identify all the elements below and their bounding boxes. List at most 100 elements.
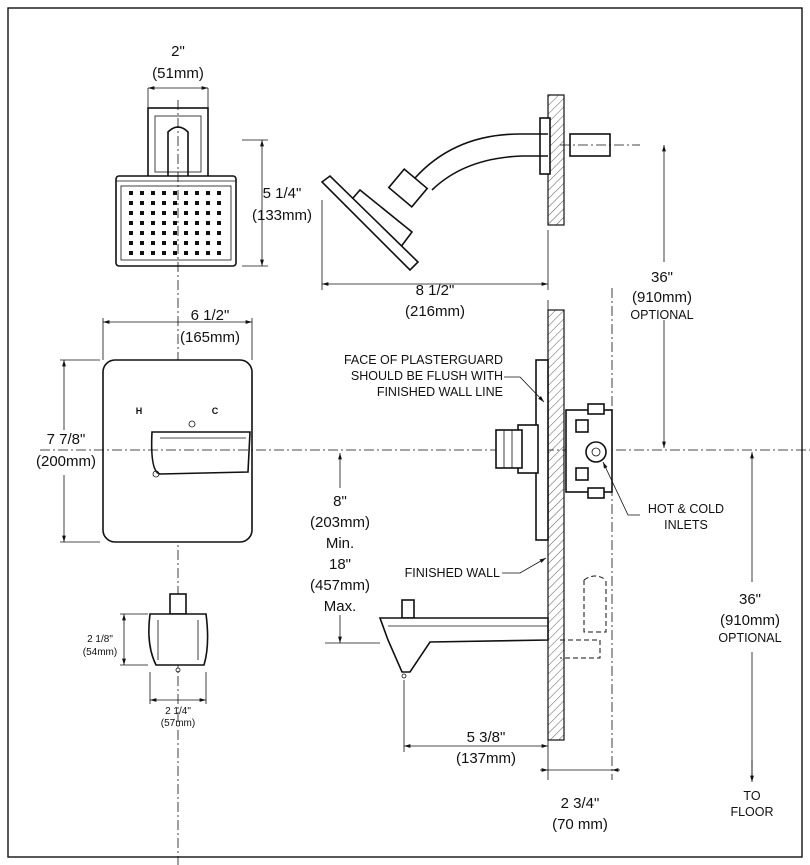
- nozzle: [140, 241, 144, 245]
- spout-reach-metric: (137mm): [456, 750, 516, 767]
- nozzle: [151, 211, 155, 215]
- nozzle: [195, 251, 199, 255]
- nozzle: [173, 221, 177, 225]
- inlets-note-line-2: INLETS: [664, 518, 708, 532]
- spout-min-label: Min.: [326, 535, 354, 552]
- trim-height-metric: (200mm): [36, 453, 96, 470]
- nozzle: [162, 201, 166, 205]
- valve-side-view: [495, 288, 613, 780]
- spout-max-imperial: 18": [329, 556, 351, 573]
- nozzle: [206, 221, 210, 225]
- trim-width-metric: (165mm): [180, 329, 240, 346]
- plasterguard-callout: FACE OF PLASTERGUARD SHOULD BE FLUSH WIT…: [344, 353, 545, 403]
- showerhead-nozzles: [129, 191, 221, 255]
- nozzle: [184, 251, 188, 255]
- trim-width-imperial: 6 1/2": [191, 307, 230, 324]
- plasterguard-note-line-1: FACE OF PLASTERGUARD: [344, 353, 503, 367]
- to-floor-line-2: FLOOR: [730, 805, 773, 819]
- nozzle: [173, 211, 177, 215]
- valve-to-spout-dimension: 8" (203mm) Min. 18" (457mm) Max.: [310, 453, 380, 644]
- nozzle: [217, 231, 221, 235]
- spout-max-metric: (457mm): [310, 577, 370, 594]
- nozzle: [129, 251, 133, 255]
- to-floor-line-1: TO: [743, 789, 760, 803]
- wall-section-lower: [547, 309, 565, 741]
- nozzle: [217, 201, 221, 205]
- head-height-note: OPTIONAL: [630, 308, 693, 322]
- cold-mark: C: [212, 406, 219, 416]
- tub-spout-side-view: 5 3/8" (137mm) 2 3/4" (70 mm): [378, 575, 620, 833]
- nozzle: [129, 191, 133, 195]
- nozzle: [140, 231, 144, 235]
- nozzle: [173, 251, 177, 255]
- nozzle: [151, 241, 155, 245]
- nozzle: [217, 251, 221, 255]
- nozzle: [217, 221, 221, 225]
- nozzle: [151, 221, 155, 225]
- spout-width-imperial: 2 1/4": [165, 706, 191, 717]
- arm-reach-metric: (216mm): [405, 303, 465, 320]
- inlets-note-line-1: HOT & COLD: [648, 502, 724, 516]
- nozzle: [184, 231, 188, 235]
- nozzle: [217, 211, 221, 215]
- showerhead-front-view: 2" (51mm) 5 1/4" (133mm): [115, 43, 312, 865]
- nozzle: [129, 221, 133, 225]
- nozzle: [162, 231, 166, 235]
- spout-height-imperial: 2 1/8": [87, 634, 113, 645]
- nozzle: [184, 221, 188, 225]
- valve-height-metric: (910mm): [720, 612, 780, 629]
- nozzle: [195, 221, 199, 225]
- spout-min-metric: (203mm): [310, 514, 370, 531]
- finished-wall-label: FINISHED WALL: [405, 566, 500, 580]
- nozzle: [206, 231, 210, 235]
- plasterguard-note-line-2: SHOULD BE FLUSH WITH: [351, 369, 503, 383]
- hot-mark: H: [136, 406, 143, 416]
- nozzle: [129, 201, 133, 205]
- nozzle: [217, 191, 221, 195]
- nozzle: [195, 231, 199, 235]
- plasterguard-note-line-3: FINISHED WALL LINE: [377, 385, 503, 399]
- nozzle: [140, 221, 144, 225]
- showerhead-height-metric: (133mm): [252, 207, 312, 224]
- tub-spout-front-view: 2 1/8" (54mm) 2 1/4" (57mm): [83, 593, 209, 729]
- nozzle: [151, 201, 155, 205]
- spout-min-imperial: 8": [333, 493, 347, 510]
- nozzle: [173, 231, 177, 235]
- trim-height-imperial: 7 7/8": [47, 431, 86, 448]
- nozzle: [151, 191, 155, 195]
- nozzle: [129, 211, 133, 215]
- nozzle: [195, 201, 199, 205]
- nozzle: [162, 191, 166, 195]
- nozzle: [184, 241, 188, 245]
- spout-max-label: Max.: [324, 598, 357, 615]
- inlets-callout: HOT & COLD INLETS: [602, 461, 724, 532]
- trim-plate-front-view: 6 1/2" (165mm) H C 7 7/8" (200mm): [36, 307, 810, 543]
- spout-reach-imperial: 5 3/8": [467, 729, 506, 746]
- nozzle: [140, 251, 144, 255]
- spout-width-metric: (57mm): [161, 718, 195, 729]
- nozzle: [217, 241, 221, 245]
- valve-height-note: OPTIONAL: [718, 631, 781, 645]
- nozzle: [173, 191, 177, 195]
- nozzle: [195, 211, 199, 215]
- nozzle: [184, 201, 188, 205]
- nozzle: [151, 231, 155, 235]
- arm-reach-imperial: 8 1/2": [416, 282, 455, 299]
- valve-height-imperial: 36": [739, 591, 761, 608]
- nozzle: [140, 211, 144, 215]
- nozzle: [129, 231, 133, 235]
- spout-height-metric: (54mm): [83, 647, 117, 658]
- showerhead-side-view: 8 1/2" (216mm): [320, 94, 640, 320]
- nozzle: [140, 201, 144, 205]
- nozzle: [129, 241, 133, 245]
- nozzle: [195, 191, 199, 195]
- nozzle: [206, 201, 210, 205]
- valve-height-dimension: 36" (910mm) OPTIONAL TO FLOOR: [718, 452, 782, 819]
- nozzle: [184, 191, 188, 195]
- nozzle: [162, 221, 166, 225]
- nozzle: [162, 241, 166, 245]
- nozzle: [206, 241, 210, 245]
- showerhead-height-dimension: 36" (910mm) OPTIONAL: [630, 145, 694, 448]
- wall-offset-metric: (70 mm): [552, 816, 608, 833]
